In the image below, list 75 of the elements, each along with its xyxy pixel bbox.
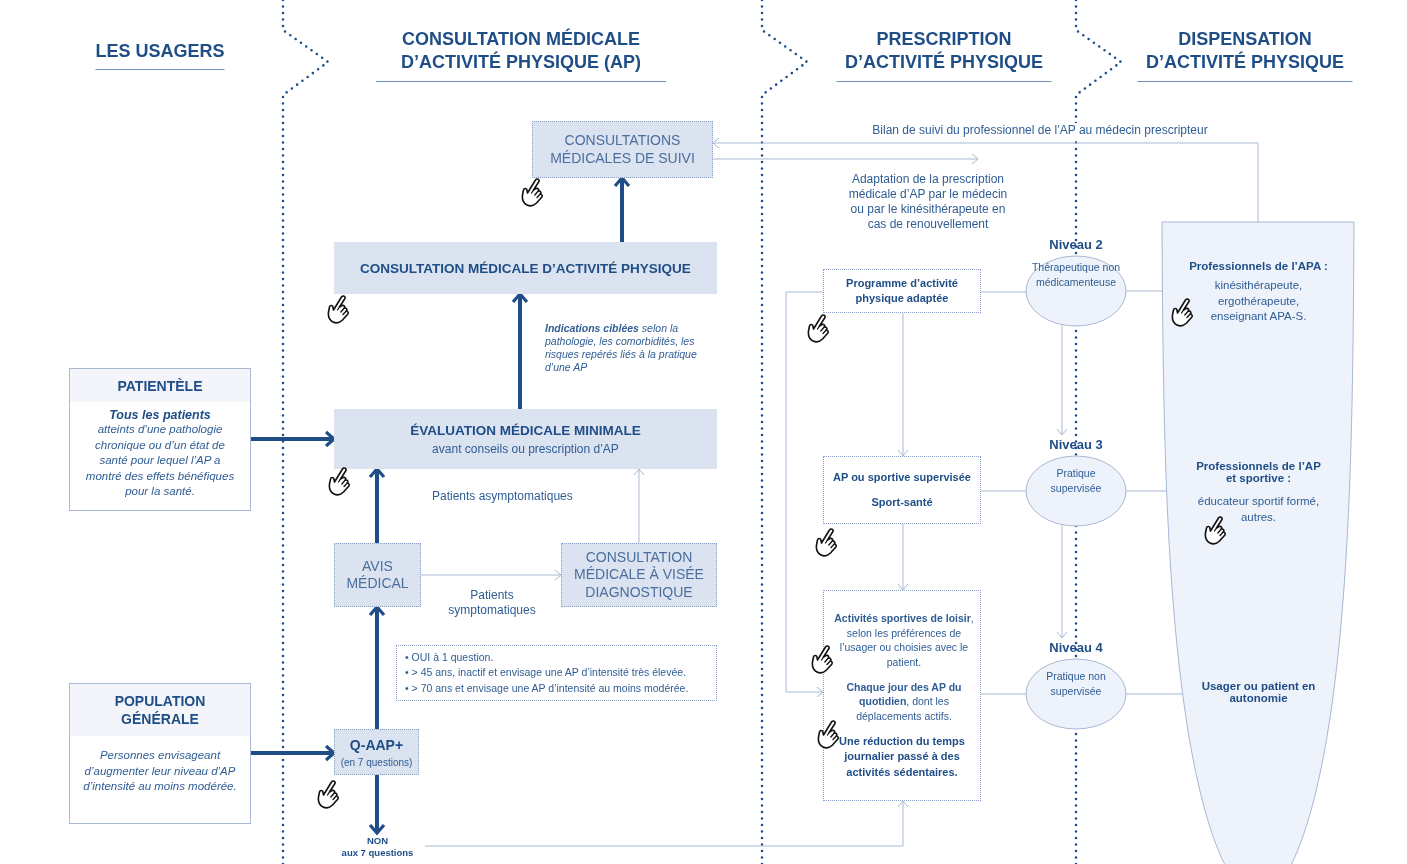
arrow bbox=[368, 775, 386, 835]
level-label: Niveau 4 bbox=[1049, 640, 1103, 655]
column-heading: CONSULTATION MÉDICALE D’ACTIVITÉ PHYSIQUE (AP) bbox=[376, 28, 666, 82]
process-box bbox=[532, 121, 713, 178]
arrow bbox=[251, 744, 336, 762]
process-box bbox=[334, 543, 421, 607]
node-text: Professionnels de l’AP et sportive : bbox=[1196, 460, 1321, 484]
node-title: NON bbox=[366, 834, 389, 847]
node-text: Une réduction du temps journalier passé à des activités sédentaires. bbox=[838, 733, 966, 780]
node-title: Activités sportives de loisir, selon les préférences de l’usager ou choisies avec le patient. bbox=[833, 611, 975, 670]
arrow bbox=[1056, 324, 1068, 436]
process-box bbox=[823, 456, 981, 524]
column-heading: PRESCRIPTION D’ACTIVITÉ PHYSIQUE bbox=[836, 28, 1052, 82]
arrow bbox=[712, 137, 1259, 223]
node-title: PATIENTÈLE bbox=[70, 369, 250, 402]
level-label: Niveau 3 bbox=[1049, 437, 1103, 452]
funnel-shape bbox=[1160, 222, 1357, 864]
node-title: CONSULTATIONS MÉDICALES DE SUIVI bbox=[549, 132, 696, 167]
arrow bbox=[511, 292, 529, 409]
criteria-item: • > 70 ans et envisage une AP d’intensité au moins modérée. bbox=[405, 680, 690, 696]
node-text: kinésithérapeute, ergothérapeute, enseignant APA-S. bbox=[1209, 278, 1308, 325]
node-text: avant conseils ou prescription d’AP bbox=[432, 441, 619, 456]
node-title: POPULATION GÉNÉRALE bbox=[70, 684, 250, 737]
node-text: éducateur sportif formé, autres. bbox=[1196, 494, 1321, 525]
arrow bbox=[420, 569, 562, 581]
node-title: Thérapeutique non médicamenteuse bbox=[1030, 260, 1122, 290]
arrow bbox=[633, 468, 645, 544]
process-box bbox=[334, 409, 717, 469]
arrow bbox=[712, 153, 979, 165]
node-title: Programme d’activité physique adaptée bbox=[845, 275, 959, 306]
node-title: ÉVALUATION MÉDICALE MINIMALE bbox=[410, 422, 641, 438]
connector-line bbox=[1125, 693, 1184, 695]
criteria-item: • > 45 ans, inactif et envisage une AP d’intensité très élevée. bbox=[405, 665, 688, 681]
connector-line bbox=[1125, 290, 1163, 292]
node-title: Pratique supervisée bbox=[1049, 466, 1103, 496]
arrow bbox=[1056, 524, 1068, 639]
node-text: Chaque jour des AP du quotidien, dont les déplacements actifs. bbox=[845, 679, 963, 724]
user-card bbox=[69, 368, 251, 511]
connector-line bbox=[980, 291, 1027, 293]
arrow bbox=[897, 523, 909, 591]
arrow bbox=[424, 800, 909, 847]
user-card bbox=[69, 683, 251, 824]
node-text: atteints d’une pathologie chronique ou d’un état de santé pour lequel l’AP a montré des effets bénéfiques pour la santé. bbox=[84, 422, 236, 500]
criteria-box bbox=[396, 645, 717, 701]
node-text: Usager ou patient en autonomie bbox=[1200, 680, 1317, 704]
node-title: CONSULTATION MÉDICALE À VISÉE DIAGNOSTIQUE bbox=[573, 548, 705, 602]
node-title: AVIS MÉDICAL bbox=[345, 557, 410, 593]
level-label: Niveau 2 bbox=[1049, 237, 1103, 252]
arrow bbox=[368, 605, 386, 729]
arrow bbox=[368, 467, 386, 543]
node-text: aux 7 questions bbox=[341, 847, 414, 860]
criteria-item: • OUI à 1 question. bbox=[405, 650, 495, 666]
column-heading: DISPENSATION D’ACTIVITÉ PHYSIQUE bbox=[1137, 28, 1353, 82]
node-text: Personnes envisageant d’augmenter leur niveau d’AP d’intensité au moins modérée. bbox=[82, 748, 238, 795]
connector-line bbox=[980, 490, 1027, 492]
node-text: (en 7 questions) bbox=[340, 756, 413, 768]
node-text: Tous les patients bbox=[109, 408, 211, 422]
node-title: Professionnels de l’APA : bbox=[1188, 260, 1329, 272]
process-box bbox=[823, 590, 981, 801]
arrow bbox=[897, 312, 909, 457]
node-title: Q-AAP+ bbox=[349, 736, 404, 753]
arrow bbox=[785, 291, 824, 698]
arrow bbox=[613, 176, 631, 242]
process-box bbox=[334, 242, 717, 294]
arrow bbox=[251, 430, 336, 448]
process-box bbox=[561, 543, 717, 607]
node-title: CONSULTATION MÉDICALE D’ACTIVITÉ PHYSIQUE bbox=[360, 260, 691, 276]
node-title: Pratique non supervisée bbox=[1045, 669, 1107, 699]
node-title: AP ou sportive supervisée bbox=[832, 469, 972, 485]
column-heading: LES USAGERS bbox=[95, 40, 225, 71]
connector-line bbox=[1125, 490, 1168, 492]
process-box bbox=[823, 269, 981, 313]
connector-line bbox=[980, 693, 1027, 695]
node-text: Sport-santé bbox=[870, 495, 934, 510]
process-box bbox=[334, 729, 419, 775]
